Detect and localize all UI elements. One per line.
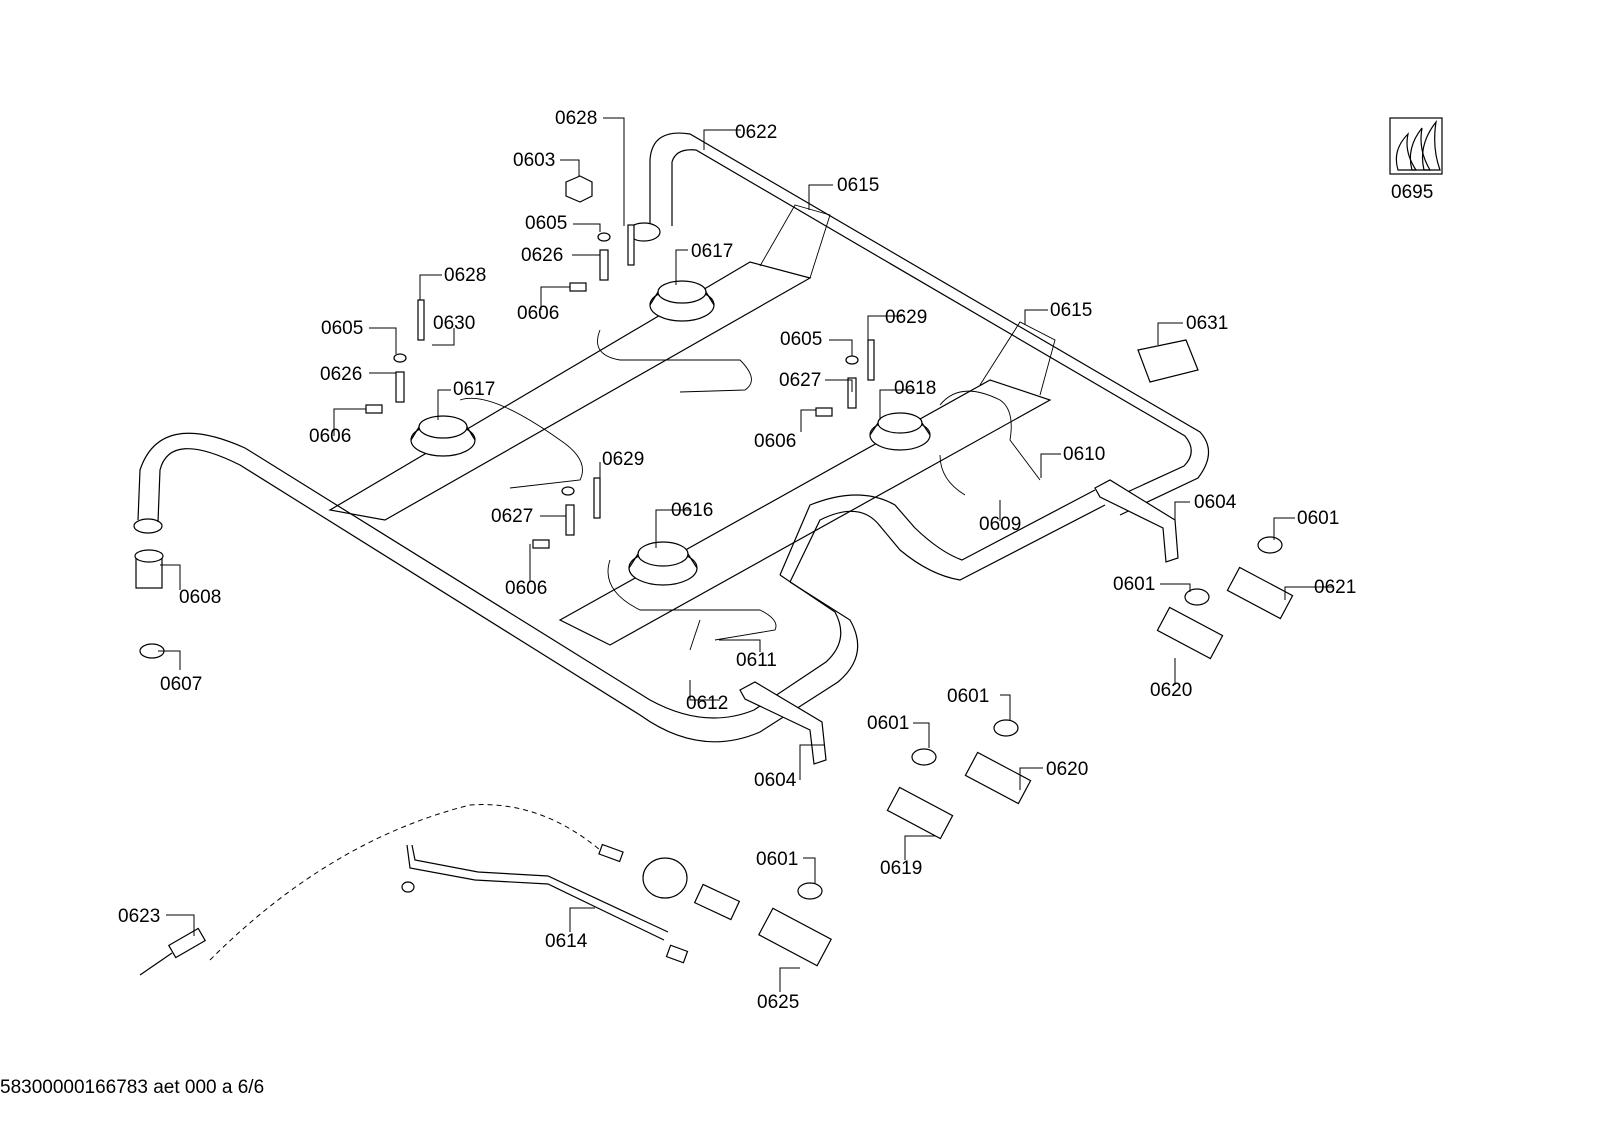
gas-tubes [459, 329, 1041, 651]
part-label-0601: 0601 [947, 686, 989, 707]
part-label-0627: 0627 [491, 506, 533, 527]
burner-0616 [628, 541, 698, 586]
part-label-0603: 0603 [513, 150, 555, 171]
part-label-0606: 0606 [517, 303, 559, 324]
part-label-0601: 0601 [1297, 508, 1339, 529]
part-labels: 0628 0622 0603 0615 0605 0626 0617 0606 … [118, 108, 1433, 1013]
part-label-0622: 0622 [735, 122, 777, 143]
document-code: 58300000166783 aet 000 a 6/6 [0, 1077, 265, 1098]
part-label-0619: 0619 [880, 858, 922, 879]
thermocouple-0623 [139, 804, 624, 976]
frame-pipe [133, 132, 1210, 743]
part-label-0605: 0605 [780, 329, 822, 350]
part-label-0628: 0628 [555, 108, 597, 129]
part-label-0611: 0611 [736, 650, 777, 671]
part-label-0601: 0601 [867, 713, 909, 734]
part-label-0617: 0617 [691, 241, 733, 262]
part-label-0615: 0615 [837, 175, 879, 196]
burner-rails [328, 204, 1056, 646]
part-label-0615: 0615 [1050, 300, 1092, 321]
part-label-0626: 0626 [521, 245, 563, 266]
part-label-0608: 0608 [179, 587, 221, 608]
part-label-0606: 0606 [505, 578, 547, 599]
small-components [134, 175, 1199, 659]
gas-flames-icon [1389, 117, 1443, 175]
part-label-0620: 0620 [1046, 759, 1088, 780]
part-label-0614: 0614 [545, 931, 588, 952]
gas-valves [758, 536, 1294, 967]
part-label-0627: 0627 [779, 370, 821, 391]
part-label-0623: 0623 [118, 906, 160, 927]
part-label-0625: 0625 [757, 992, 799, 1013]
part-label-0631: 0631 [1186, 313, 1228, 334]
part-label-0601: 0601 [1113, 574, 1155, 595]
part-label-0628: 0628 [444, 265, 486, 286]
part-label-0629: 0629 [885, 307, 927, 328]
part-label-0605: 0605 [321, 318, 363, 339]
leader-lines [158, 117, 1334, 992]
part-label-0604: 0604 [754, 770, 797, 791]
part-label-0605: 0605 [525, 213, 567, 234]
brackets [739, 479, 1179, 765]
part-label-0629: 0629 [602, 449, 644, 470]
part-label-0612: 0612 [686, 693, 728, 714]
part-label-0630: 0630 [433, 313, 475, 334]
part-label-0621: 0621 [1314, 577, 1356, 598]
part-label-0610: 0610 [1063, 444, 1105, 465]
part-label-0620: 0620 [1150, 680, 1192, 701]
feed-pipe-0614 [401, 844, 741, 964]
part-label-0609: 0609 [979, 514, 1021, 535]
part-label-0606: 0606 [309, 426, 351, 447]
part-label-0604: 0604 [1194, 492, 1237, 513]
part-label-0601: 0601 [756, 849, 798, 870]
part-label-0607: 0607 [160, 674, 202, 695]
burner-0617-rear [649, 280, 715, 322]
part-label-0618: 0618 [894, 378, 936, 399]
part-label-0695: 0695 [1391, 182, 1433, 203]
part-label-0616: 0616 [671, 500, 713, 521]
part-label-0617: 0617 [453, 379, 495, 400]
burner-0617-left [410, 415, 476, 457]
part-label-0606: 0606 [754, 431, 796, 452]
burner-0618 [869, 412, 931, 451]
part-label-0626: 0626 [320, 364, 362, 385]
